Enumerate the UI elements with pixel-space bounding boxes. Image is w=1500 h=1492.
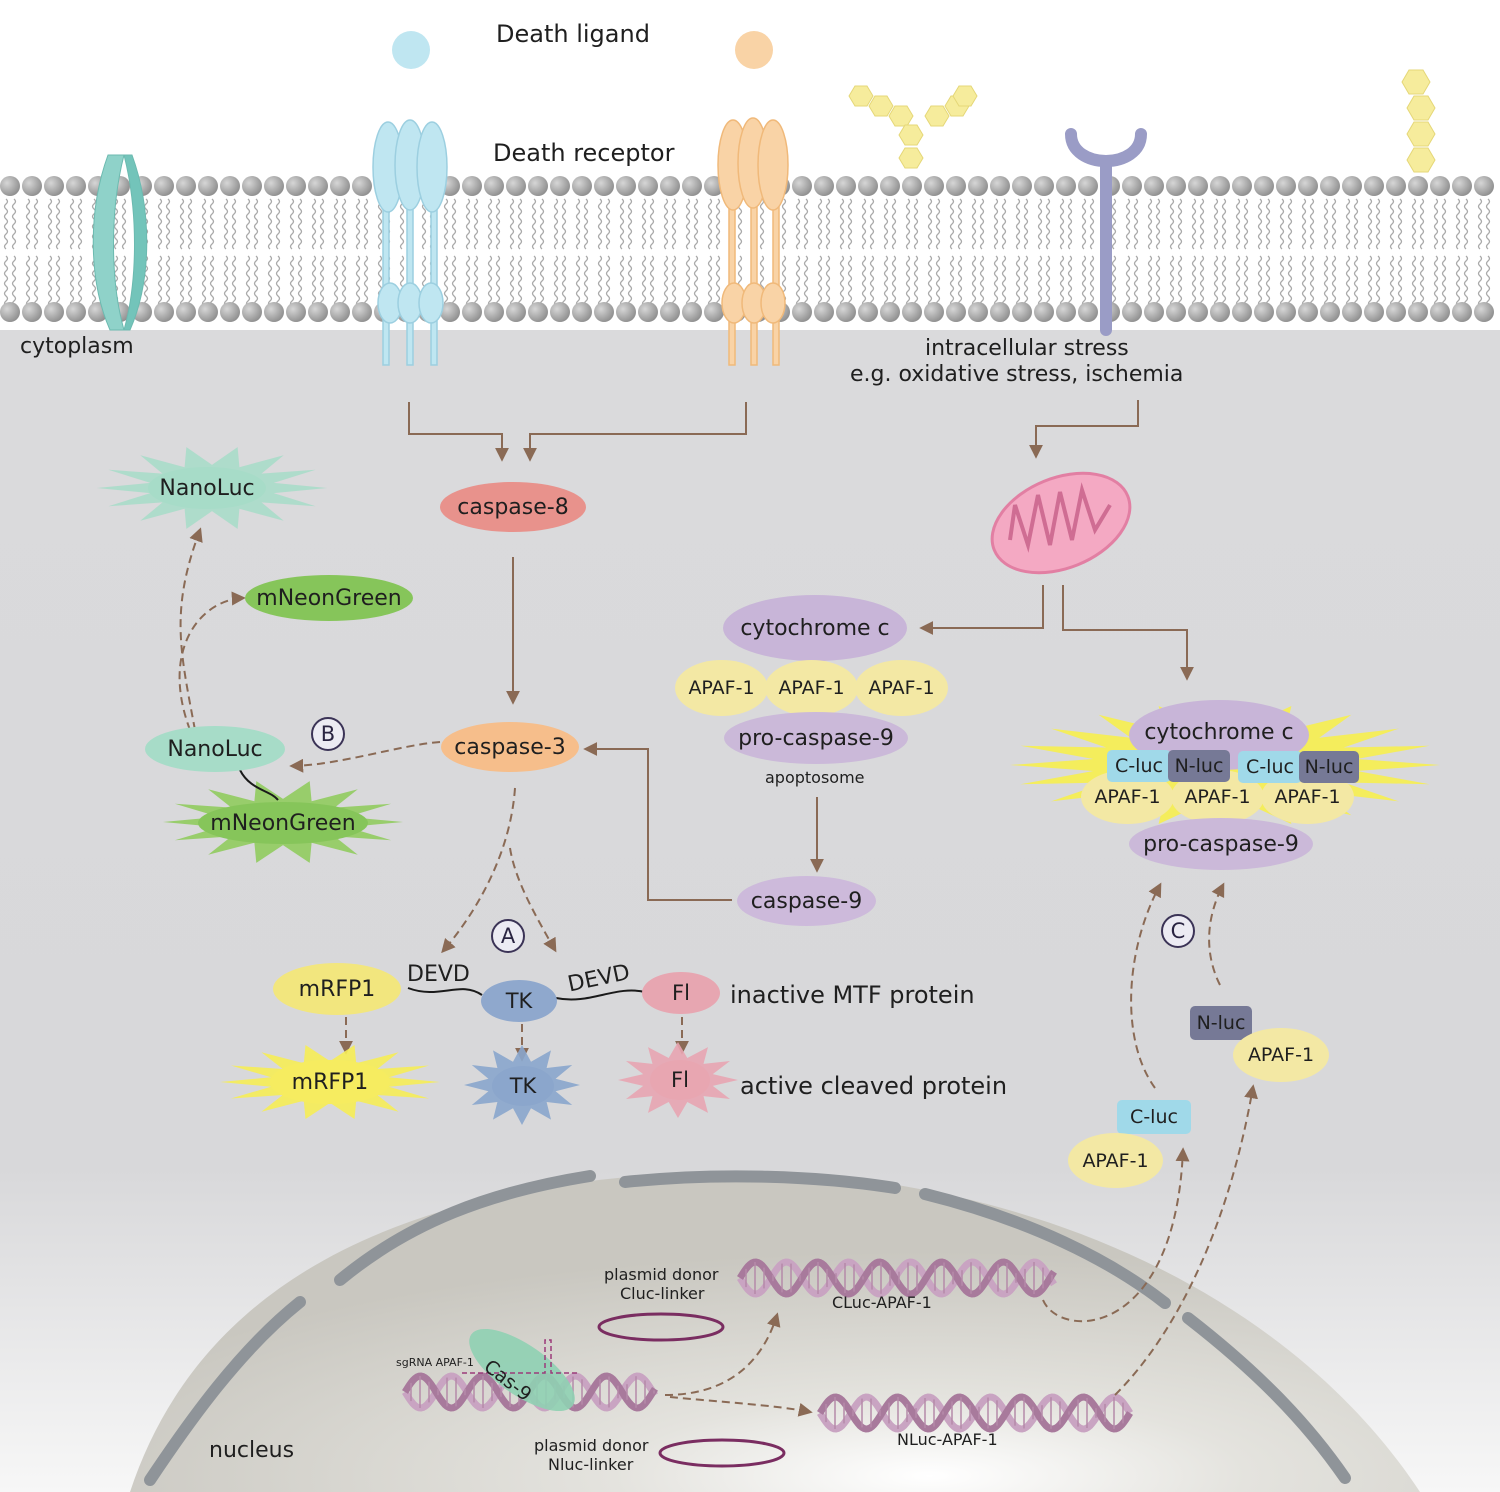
complex-c-luc-2: C-luc xyxy=(1238,751,1302,783)
arrow-mito-complex xyxy=(1062,585,1194,681)
free-n-luc: N-luc xyxy=(1190,1006,1252,1040)
mrfp1-inactive: mRFP1 xyxy=(273,963,401,1015)
complex-n-luc-1: N-luc xyxy=(1168,750,1230,782)
darrow-caspase3-b xyxy=(289,741,441,773)
mneongreen-active: mNeonGreen xyxy=(245,575,413,621)
cytoplasm-label: cytoplasm xyxy=(20,334,134,359)
plasmid-cluc-label-1: plasmid donor xyxy=(604,1265,719,1284)
nanoluc-active: NanoLuc xyxy=(148,467,266,509)
apoptosome-label: apoptosome xyxy=(765,768,865,787)
cas9-complex xyxy=(462,1328,578,1412)
death-ligand-label: Death ligand xyxy=(496,20,650,48)
arrow-receptor-blue xyxy=(408,402,509,462)
arrow-caspase9-caspase3 xyxy=(583,742,732,901)
plasmid-nluc xyxy=(658,1438,786,1468)
tk-active: TK xyxy=(492,1066,554,1106)
darrow-nluc-complex xyxy=(1208,882,1225,986)
fl-inactive: Fl xyxy=(642,972,720,1014)
apoptosome-cytochrome-c: cytochrome c xyxy=(723,595,907,661)
dna-helix-cluc-apaf1 xyxy=(737,1258,1057,1298)
linker-tk-fl xyxy=(555,989,646,1001)
glycan-y xyxy=(848,85,978,169)
mneongreen-fused: mNeonGreen xyxy=(198,802,368,844)
free-n-luc-apaf1: APAF-1 xyxy=(1233,1028,1329,1082)
darrow-helix-cluc xyxy=(664,1312,781,1396)
complex-c-luc-1: C-luc xyxy=(1107,750,1171,782)
death-receptor-orange xyxy=(717,117,789,366)
arrow-stress-mito xyxy=(1029,400,1139,459)
darrow-dna-nluc xyxy=(1114,1084,1258,1396)
marker-a: A xyxy=(491,919,525,953)
marker-c: C xyxy=(1161,914,1195,948)
arrow-mito-cytc xyxy=(919,585,1044,635)
stress-receptor xyxy=(1065,128,1147,336)
marker-b: B xyxy=(311,717,345,751)
nucleus-label: nucleus xyxy=(209,1438,295,1463)
apoptosome-apaf1-2: APAF-1 xyxy=(765,660,858,716)
stress-label-line1: intracellular stress xyxy=(925,336,1129,361)
darrow-dna-cluc xyxy=(1042,1147,1190,1323)
plasmid-cluc xyxy=(597,1312,725,1342)
dna-helix-nluc-apaf1 xyxy=(817,1393,1133,1433)
linker-mrfp-tk xyxy=(407,987,483,996)
complex-n-luc-2: N-luc xyxy=(1299,751,1359,783)
mitochondrion xyxy=(990,471,1132,575)
devd-label-1: DEVD xyxy=(407,962,470,987)
fl-active: Fl xyxy=(650,1060,710,1100)
complex-pro-caspase-9: pro-caspase-9 xyxy=(1129,818,1313,870)
inactive-mtf-label: inactive MTF protein xyxy=(730,981,975,1009)
darrow-cluc-complex xyxy=(1130,882,1162,1089)
cluc-apaf1-dna-label: CLuc-APAF-1 xyxy=(832,1293,932,1312)
free-c-luc-apaf1: APAF-1 xyxy=(1068,1133,1163,1188)
death-ligand-orange xyxy=(735,31,773,69)
apoptosome-apaf1-1: APAF-1 xyxy=(675,660,768,716)
apoptosome-pro-caspase-9: pro-caspase-9 xyxy=(724,712,908,764)
death-receptor-label: Death receptor xyxy=(493,139,675,167)
plasmid-nluc-label-2: Nluc-linker xyxy=(548,1455,634,1474)
sgrna-label: sgRNA APAF-1 xyxy=(396,1356,474,1369)
mrfp1-active: mRFP1 xyxy=(270,1060,390,1104)
free-c-luc: C-luc xyxy=(1117,1100,1191,1134)
plasmid-cluc-label-2: Cluc-linker xyxy=(620,1284,705,1303)
glycan-chain xyxy=(1401,69,1436,173)
apoptosome-apaf1-3: APAF-1 xyxy=(855,660,948,716)
death-ligand-blue xyxy=(392,31,430,69)
darrow-b-mneongreen xyxy=(178,591,246,731)
darrow-caspase3-fl xyxy=(509,847,557,953)
active-cleaved-label: active cleaved protein xyxy=(740,1072,1008,1100)
nluc-apaf1-dna-label: NLuc-APAF-1 xyxy=(897,1430,998,1449)
darrow-b-nanoluc xyxy=(179,527,203,731)
death-receptor-blue xyxy=(372,119,448,366)
arrow-receptor-orange xyxy=(523,402,747,462)
caspase-8: caspase-8 xyxy=(440,482,586,532)
caspase-9: caspase-9 xyxy=(737,876,876,926)
plasmid-nluc-label-1: plasmid donor xyxy=(534,1436,649,1455)
channel-protein xyxy=(92,154,148,331)
darrow-helix-nluc xyxy=(669,1396,813,1417)
tk-inactive: TK xyxy=(481,980,557,1022)
nanoluc-fused: NanoLuc xyxy=(145,726,285,772)
linker-nanoluc-mneon xyxy=(239,769,279,801)
stress-label-line2: e.g. oxidative stress, ischemia xyxy=(850,362,1184,387)
caspase-3: caspase-3 xyxy=(441,722,579,772)
